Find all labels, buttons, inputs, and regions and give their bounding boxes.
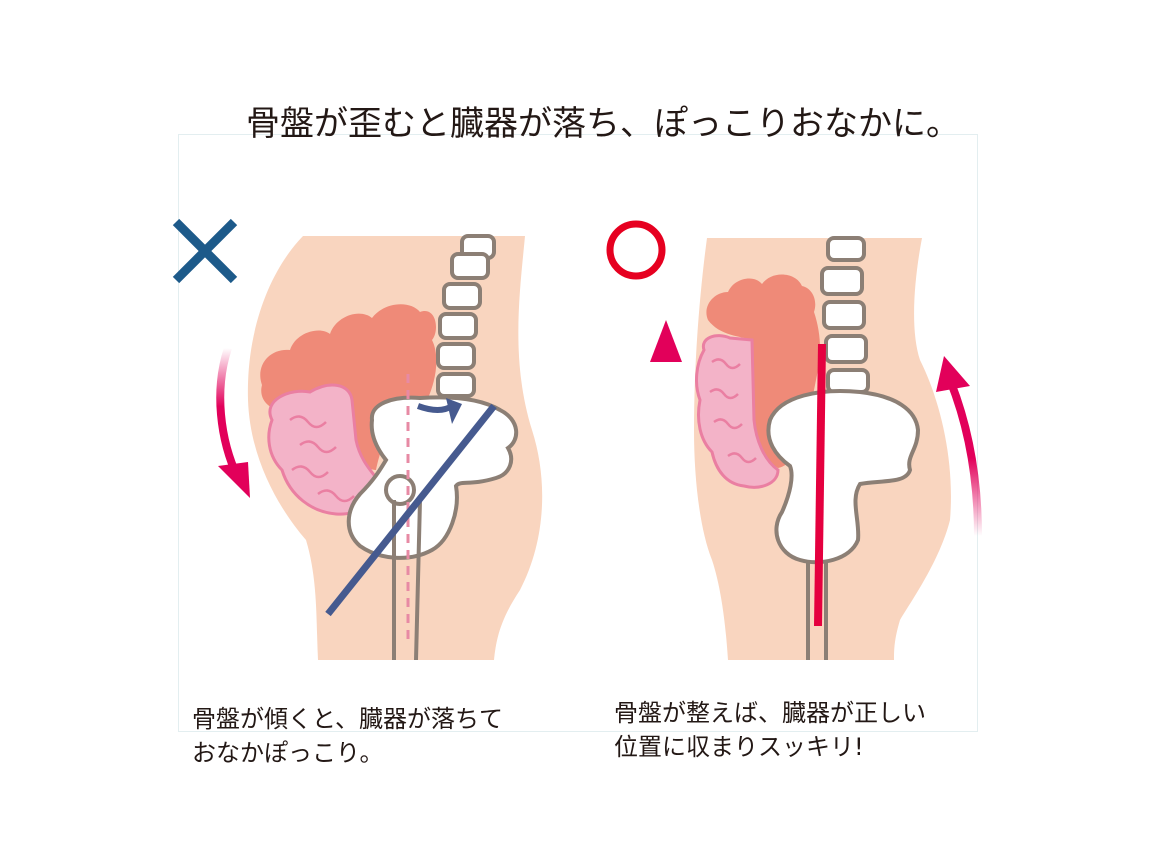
curved-up-arrow-icon: [946, 378, 982, 537]
illustration-frame: [178, 134, 978, 732]
circle-mark-icon: [606, 220, 666, 280]
page-title: 骨盤が歪むと臓器が落ち、ぽっこりおなかに。: [246, 104, 960, 144]
good-caption-line2: 位置に収まりスッキリ!: [614, 733, 864, 761]
femur-bone: [806, 560, 828, 660]
good-posture-figure: [606, 220, 982, 660]
bad-caption-line1: 骨盤が傾くと、臓器が落ちて: [192, 705, 504, 733]
tilt-arrow-icon: [446, 398, 462, 424]
spine: [820, 236, 870, 394]
stomach-organ: [260, 304, 437, 470]
pelvis-bone: [766, 389, 921, 565]
intestines-organ: [695, 334, 780, 489]
bad-posture-figure: [172, 218, 543, 661]
bad-caption: 骨盤が傾くと、臓器が落ちて おなかぽっこり。: [192, 702, 503, 770]
cross-mark-icon: [172, 218, 238, 284]
tilt-line: [325, 403, 497, 617]
alignment-line: [814, 343, 826, 627]
spine: [436, 234, 496, 398]
down-arrow-icon: [216, 346, 242, 480]
good-caption-line1: 骨盤が整えば、臓器が正しい: [614, 699, 926, 727]
good-caption: 骨盤が整えば、臓器が正しい 位置に収まりスッキリ!: [614, 696, 926, 764]
bad-caption-line2: おなかぽっこり。: [192, 739, 384, 767]
